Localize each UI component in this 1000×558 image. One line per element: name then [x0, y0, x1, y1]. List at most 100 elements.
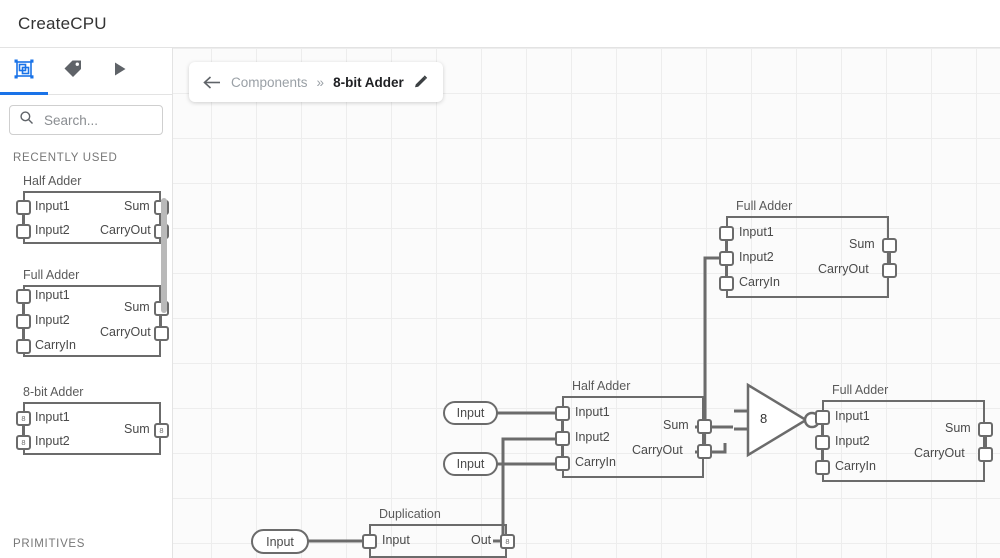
port-carryout[interactable]	[882, 263, 897, 278]
port-label-carryout: CarryOut	[914, 446, 965, 460]
palette-item-label: Half Adder	[23, 174, 82, 188]
palette-port-stem	[22, 213, 24, 226]
node-title: Full Adder	[736, 199, 793, 213]
palette-item-label: 8-bit Adder	[23, 385, 84, 399]
port-carryin[interactable]	[555, 456, 570, 471]
palette-port-label: Sum	[124, 422, 150, 436]
port-stem	[561, 444, 564, 458]
pencil-icon[interactable]	[413, 74, 429, 90]
port-carryout[interactable]	[978, 447, 993, 462]
port-label-input2: Input2	[575, 430, 610, 444]
port-label-sum: Sum	[663, 418, 689, 432]
input-pill-1[interactable]: Input	[443, 401, 498, 425]
input-pill-label: Input	[456, 457, 485, 471]
node-half-adder-mid[interactable]: Half Adder Input1 Input2 CarryIn Sum Car…	[555, 379, 712, 481]
port-carryin[interactable]	[719, 276, 734, 291]
recently-used-label: RECENTLY USED	[13, 152, 118, 164]
tab-tags[interactable]	[48, 48, 96, 94]
palette-port-label: Input2	[35, 434, 70, 448]
breadcrumb-parent[interactable]: Components	[231, 74, 308, 90]
palette-port-label: Sum	[124, 300, 150, 314]
port-stem	[888, 251, 891, 265]
node-full-adder-top[interactable]: Full Adder Input1 Input2 CarryIn Sum Car…	[719, 199, 897, 301]
palette-port-label: Input2	[35, 313, 70, 327]
port-label-input: Input	[382, 533, 410, 547]
palette-port-label: CarryIn	[35, 338, 76, 352]
input-pill-2[interactable]: Input	[443, 452, 498, 476]
search-icon	[19, 110, 34, 130]
input-pill-label: Input	[456, 406, 485, 420]
palette-port-stem	[160, 314, 162, 328]
palette-port-label: Input1	[35, 410, 70, 424]
palette-item-label: Full Adder	[23, 268, 80, 282]
port-stem	[703, 432, 706, 446]
palette-port-label: Sum	[124, 199, 150, 213]
node-title: Duplication	[379, 507, 441, 521]
palette-port-stem	[22, 327, 24, 341]
breadcrumb-current: 8-bit Adder	[333, 74, 404, 90]
port-label-carryout: CarryOut	[632, 443, 683, 457]
search-input[interactable]	[42, 111, 153, 129]
port-label-carryin: CarryIn	[739, 275, 780, 289]
port-stem	[984, 435, 987, 449]
primitives-label: PRIMITIVES	[13, 538, 86, 550]
port-label-carryin: CarryIn	[575, 455, 616, 469]
main-layout: RECENTLY USED Half Adder Input1 Input2 S…	[0, 48, 1000, 558]
port-label-out: Out	[471, 533, 492, 547]
port-label-input2: Input2	[739, 250, 774, 264]
play-icon	[111, 60, 129, 83]
breadcrumb: Components » 8-bit Adder	[189, 62, 443, 102]
palette-port-stem	[22, 424, 24, 437]
input-pill-label: Input	[266, 534, 294, 549]
port-label-input1: Input1	[739, 225, 774, 239]
palette-item-half-adder[interactable]: Half Adder Input1 Input2 Sum CarryOut	[12, 174, 172, 246]
node-merge[interactable]: 8	[732, 381, 822, 459]
port-stem	[725, 264, 728, 278]
tab-run[interactable]	[96, 48, 144, 94]
tab-components[interactable]	[0, 48, 48, 95]
palette-port-input	[16, 224, 31, 239]
port-input[interactable]	[362, 534, 377, 549]
breadcrumb-separator: »	[316, 74, 325, 90]
palette-port-input: 8	[16, 435, 31, 450]
port-carryout[interactable]	[697, 444, 712, 459]
palette-port-label: Input2	[35, 223, 70, 237]
palette-port-label: CarryOut	[100, 223, 151, 237]
palette-port-output	[154, 326, 169, 341]
port-stem	[725, 239, 728, 253]
palette-port-label: CarryOut	[100, 325, 151, 339]
port-carryin[interactable]	[815, 460, 830, 475]
search-area	[0, 95, 172, 135]
palette-port-input	[16, 339, 31, 354]
merge-width-label: 8	[760, 411, 768, 426]
node-duplication[interactable]: Duplication Input 8 Out	[362, 507, 515, 558]
port-label-sum: Sum	[849, 237, 875, 251]
app-title: CreateCPU	[18, 13, 107, 33]
back-arrow-icon[interactable]	[203, 75, 222, 90]
palette-port-output: 8	[154, 423, 169, 438]
palette-port-label: Input1	[35, 288, 70, 302]
tag-icon	[62, 58, 83, 84]
input-pill-3[interactable]: Input	[251, 529, 309, 554]
node-full-adder-right[interactable]: Full Adder Input1 Input2 CarryIn Sum Car…	[815, 383, 993, 485]
port-stem	[821, 423, 824, 437]
circuit-canvas[interactable]: Components » 8-bit Adder Full Adder Inpu…	[173, 48, 1000, 558]
sidebar-scrollbar[interactable]	[161, 198, 167, 313]
port-label-carryin: CarryIn	[835, 459, 876, 473]
port-label-input2: Input2	[835, 434, 870, 448]
merge-triangle-icon[interactable]	[732, 381, 822, 459]
port-label-carryout: CarryOut	[818, 262, 869, 276]
search-box[interactable]	[9, 105, 163, 135]
title-bar: CreateCPU	[0, 0, 1000, 48]
port-label-sum: Sum	[945, 421, 971, 435]
port-stem	[561, 419, 564, 433]
palette-port-stem	[22, 302, 24, 316]
port-out[interactable]: 8	[500, 534, 515, 549]
node-title: Half Adder	[572, 379, 631, 393]
components-icon	[13, 58, 35, 85]
port-stem	[821, 448, 824, 462]
palette-item-full-adder[interactable]: Full Adder Input1 Input2 CarryIn Sum Car…	[12, 268, 172, 365]
node-title: Full Adder	[832, 383, 889, 397]
sidebar-tabbar	[0, 48, 172, 95]
palette-item-8bit-adder[interactable]: 8-bit Adder 8 Input1 8 Input2 8 Sum	[12, 385, 172, 457]
